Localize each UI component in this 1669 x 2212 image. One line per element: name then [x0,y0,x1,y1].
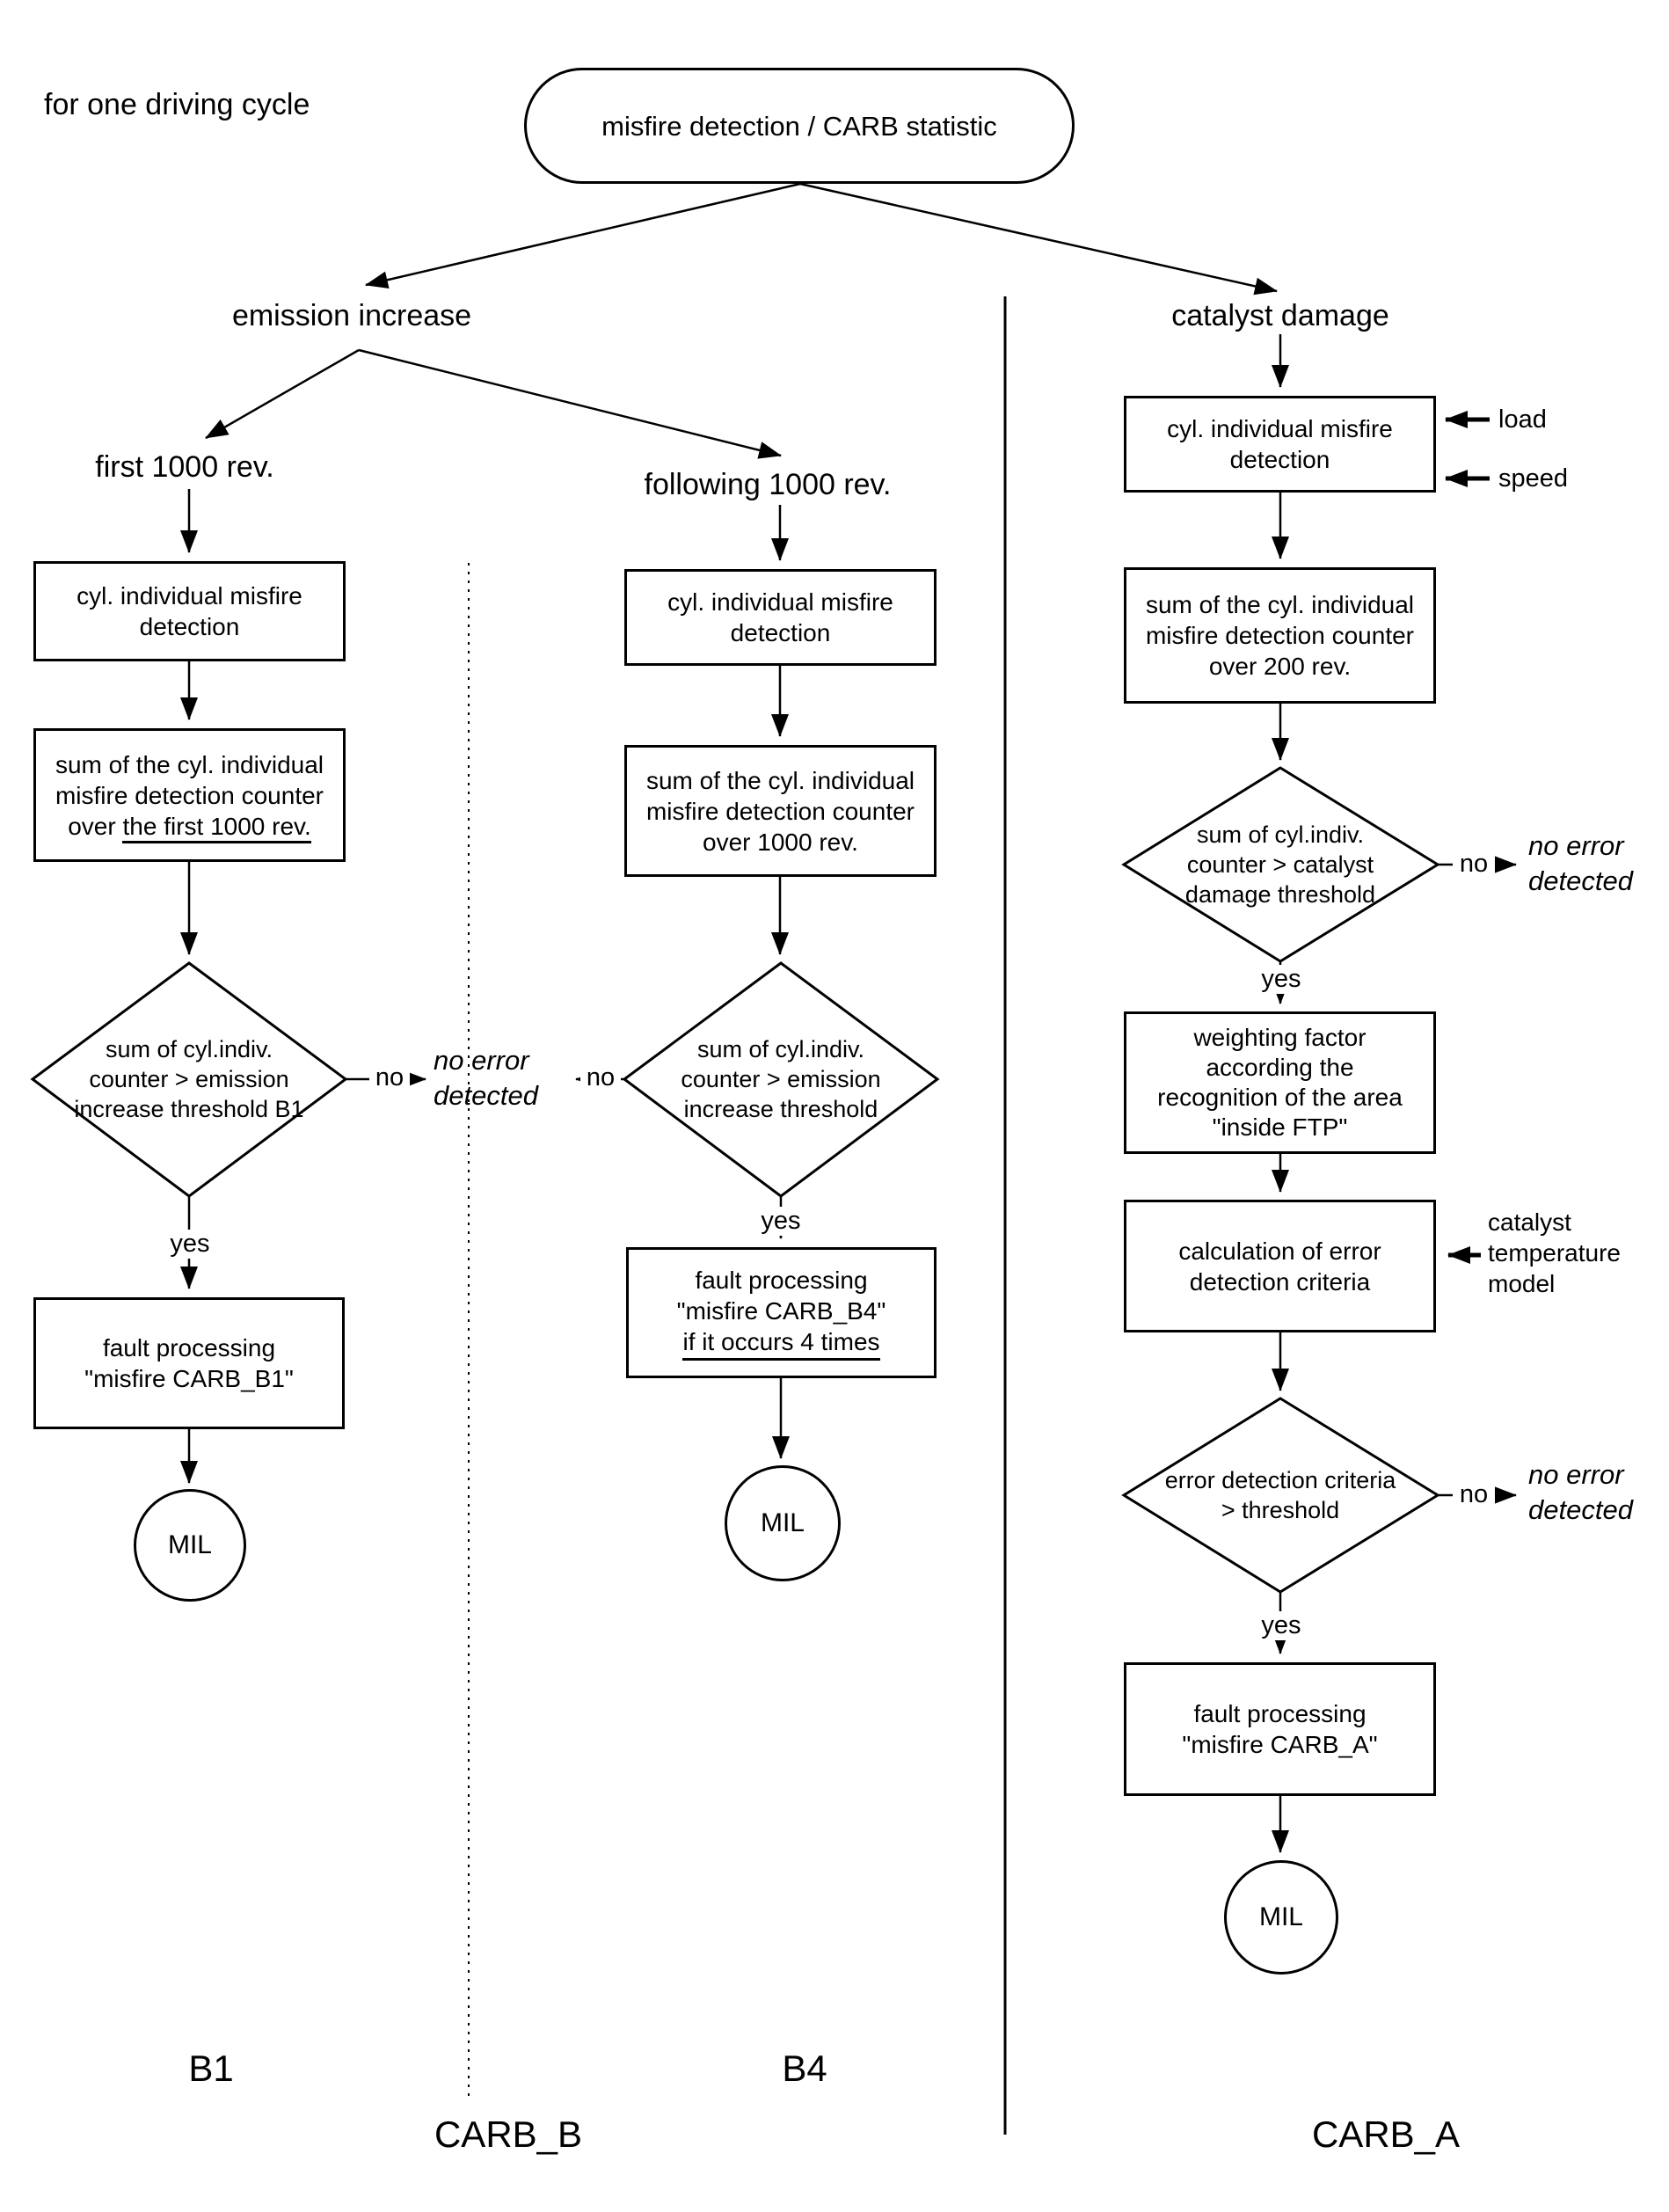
a-mil-node: MIL [1224,1860,1338,1975]
b4-yes-label: yes [746,1207,816,1236]
a-calc-box-label: calculation of error detection criteria [1178,1237,1381,1296]
a-decision2-text: error detection criteria > threshold [1164,1467,1396,1523]
a-fault-box: fault processing "misfire CARB_A" [1124,1662,1436,1796]
b4-decision-diamond [622,961,940,1198]
emission-to-first1000-arrow [205,348,360,440]
b4-fault-underlined-text: if it occurs 4 times [682,1326,880,1361]
b1-no-label: no [369,1063,410,1092]
catalyst-temp-model-label: catalyst temperature model [1488,1208,1621,1297]
load-input-label: load [1498,405,1547,434]
b1-yes-label: yes [155,1230,225,1259]
b1-detect-box: cyl. individual misfire detection [33,561,346,661]
b4-fault-box-label: fault processing "misfire CARB_B4" [676,1267,886,1325]
a-no-error-label-1: no error detected [1528,830,1633,896]
start-node: misfire detection / CARB statistic [524,68,1075,184]
b1-sum-underlined-text: the first 1000 rev. [122,812,311,843]
start-to-catalyst-arrow [799,182,1278,296]
branch-label-following-1000: following 1000 rev. [644,468,892,501]
b4-mil-label: MIL [760,1508,805,1537]
a-calc-box: calculation of error detection criteria [1124,1200,1436,1332]
a-weight-box: weighting factor according the recogniti… [1124,1011,1436,1154]
a-sum-box: sum of the cyl. individual misfire detec… [1124,567,1436,704]
a-fault-box-label: fault processing "misfire CARB_A" [1182,1700,1378,1758]
b1-fault-box-label: fault processing "misfire CARB_B1" [84,1334,294,1392]
a-no-error-label-2: no error detected [1528,1459,1633,1525]
carb-a-section-label: CARB_A [1311,2113,1461,2155]
b4-fault-box: fault processing "misfire CARB_B4" if it… [626,1247,937,1378]
a-yes2-label: yes [1246,1611,1316,1640]
b1-sum-box-label: sum of the cyl. individual misfire detec… [55,750,324,809]
b1-sum-box-label-line3: over the first 1000 rev. [68,811,311,843]
b4-decision-text: sum of cyl.indiv. counter > emission inc… [681,1036,881,1122]
a-no1-label: no [1453,850,1495,879]
shared-no-error-label: no error detected [434,1045,538,1111]
cycle-label: for one driving cycle [44,88,310,121]
b4-no-label: no [580,1063,621,1092]
branch-label-first-1000: first 1000 rev. [95,450,274,484]
a-mil-label: MIL [1258,1902,1303,1931]
b4-detect-box-label: cyl. individual misfire detection [667,588,893,646]
a-detect-box-label: cyl. individual misfire detection [1167,415,1393,473]
b4-sum-box: sum of the cyl. individual misfire detec… [624,745,937,877]
start-node-label: misfire detection / CARB statistic [601,110,997,142]
b4-mil-node: MIL [725,1465,841,1581]
b4-detect-box: cyl. individual misfire detection [624,569,937,666]
speed-input-label: speed [1498,464,1569,493]
a-sum-box-label: sum of the cyl. individual misfire detec… [1145,591,1415,680]
b1-mil-node: MIL [134,1489,246,1602]
b1-decision-text: sum of cyl.indiv. counter > emission inc… [74,1036,304,1122]
carb-b-section-label: CARB_B [434,2113,583,2155]
a-yes1-label: yes [1246,965,1316,994]
a-weight-box-label: weighting factor according the recogniti… [1157,1024,1403,1141]
a-decision1-diamond [1121,766,1440,963]
a-detect-box: cyl. individual misfire detection [1124,396,1436,493]
b1-detect-box-label: cyl. individual misfire detection [77,582,302,640]
b4-footer-label: B4 [782,2048,827,2089]
a-decision2-diamond [1121,1397,1440,1594]
b1-mil-label: MIL [167,1530,212,1559]
b1-decision-diamond [30,961,348,1198]
b1-fault-box: fault processing "misfire CARB_B1" [33,1297,345,1429]
b4-sum-box-label: sum of the cyl. individual misfire detec… [645,766,915,856]
start-to-emission-arrow [365,182,801,289]
a-no2-label: no [1453,1480,1495,1509]
branch-label-catalyst: catalyst damage [1171,299,1389,332]
b1-sum-box: sum of the cyl. individual misfire detec… [33,728,346,862]
a-decision1-text: sum of cyl.indiv. counter > catalyst dam… [1184,821,1376,908]
b1-footer-label: B1 [188,2048,234,2089]
branch-label-emission: emission increase [231,299,472,332]
emission-to-following1000-arrow [358,348,782,459]
